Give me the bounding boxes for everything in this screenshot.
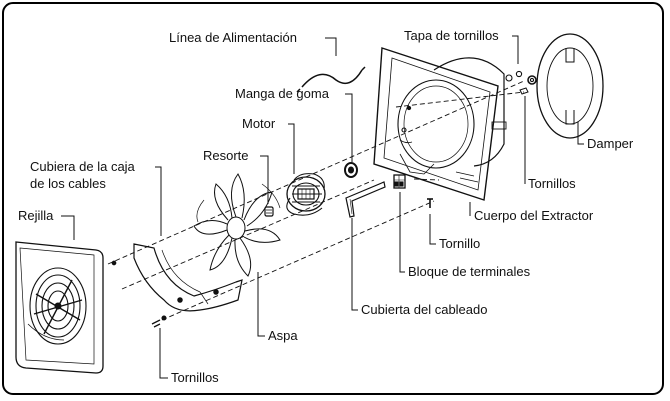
- part-labels: Línea de Alimentación Tapa de tornillos …: [18, 28, 634, 385]
- label-wiring-cover: Cubierta del cableado: [361, 302, 487, 317]
- label-cable-box-cover-line2: de los cables: [30, 176, 106, 191]
- screw-part-body: [427, 198, 433, 208]
- label-screws-right: Tornillos: [528, 176, 576, 191]
- label-extractor-body: Cuerpo del Extractor: [474, 208, 594, 223]
- label-terminal-block: Bloque de terminales: [408, 264, 531, 279]
- screw-caps-part: [505, 70, 537, 95]
- label-spring: Resorte: [203, 148, 249, 163]
- label-motor: Motor: [242, 116, 276, 131]
- label-damper: Damper: [587, 136, 634, 151]
- label-impeller: Aspa: [268, 328, 298, 343]
- label-screws-bottom: Tornillos: [171, 370, 219, 385]
- screw-parts-left: [111, 260, 167, 328]
- cable-box-cover-part: [133, 243, 243, 312]
- label-grille: Rejilla: [18, 208, 54, 223]
- label-power-line: Línea de Alimentación: [169, 30, 297, 45]
- diagram-frame: Línea de Alimentación Tapa de tornillos …: [2, 2, 664, 395]
- grille-part: [15, 241, 104, 374]
- rubber-sleeve-part: [344, 162, 358, 178]
- impeller-part: [193, 173, 281, 277]
- extractor-body-part: [373, 47, 507, 201]
- label-screw: Tornillo: [439, 236, 480, 251]
- wiring-cover-part: [345, 181, 386, 218]
- motor-part: [286, 173, 326, 216]
- exploded-view-diagram: Línea de Alimentación Tapa de tornillos …: [15, 28, 634, 385]
- power-cable-part: [296, 66, 366, 93]
- label-rubber-sleeve: Manga de goma: [235, 86, 330, 101]
- leader-lines: [61, 35, 584, 379]
- label-screw-caps: Tapa de tornillos: [404, 28, 499, 43]
- spring-part: [264, 206, 274, 217]
- damper-part: [536, 33, 604, 139]
- terminal-block-part: [393, 174, 406, 189]
- label-cable-box-cover-line1: Cubiera de la caja: [30, 159, 136, 174]
